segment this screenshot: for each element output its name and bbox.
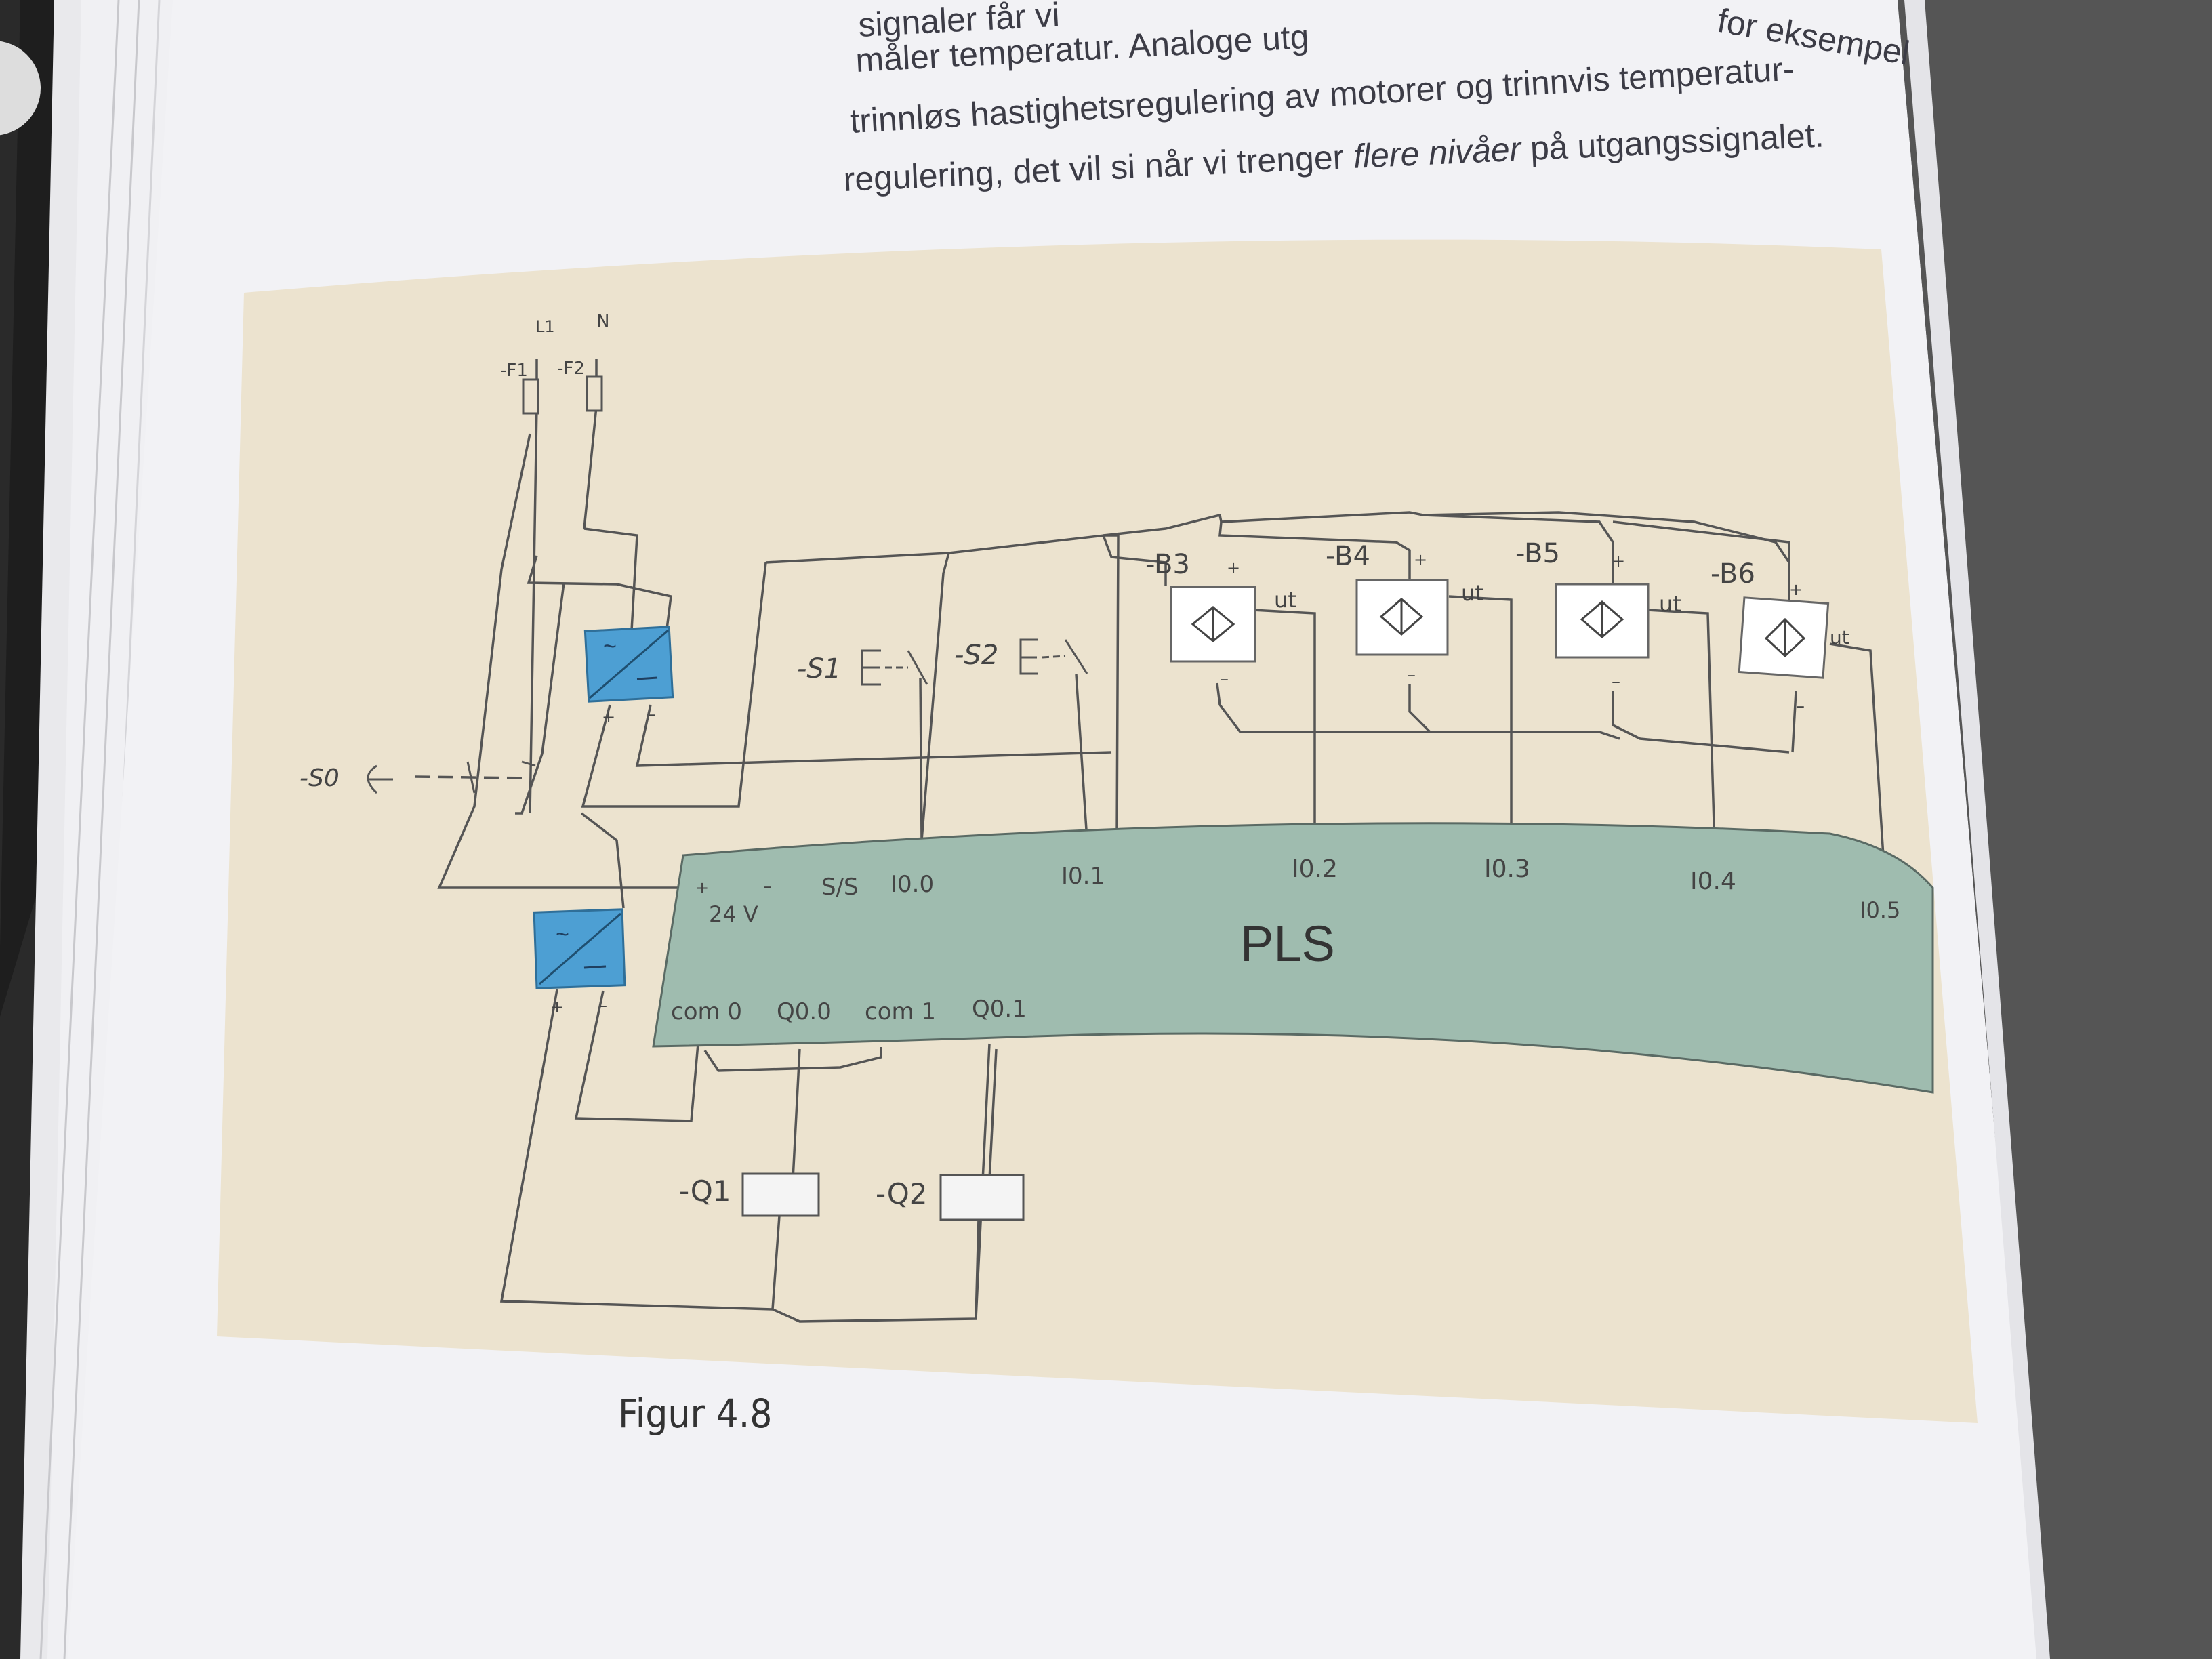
figure-caption: Figur 4.8: [618, 1391, 773, 1437]
fuse-f1: -F1: [500, 361, 539, 415]
plc-24v-label: 24 V: [709, 901, 758, 927]
fuse-f2: -F2: [557, 359, 603, 412]
sensor-b3: -B3 + ut –: [1145, 549, 1296, 689]
plc-input-i01: I0.1: [1061, 863, 1105, 890]
power-supply-1: ~ + –: [583, 626, 674, 726]
b3-minus: –: [1220, 669, 1229, 689]
plc-ss-label: S/S: [821, 874, 859, 901]
b3-out-label: ut: [1274, 587, 1296, 613]
plc-label: PLS: [1240, 916, 1335, 972]
ps1-plus: +: [602, 708, 615, 726]
b4-plus: +: [1414, 550, 1427, 569]
plc-input-i00: I0.0: [890, 871, 934, 898]
supply-n-label: N: [596, 311, 609, 331]
b4-out-label: ut: [1461, 580, 1483, 606]
relay-q2: -Q2: [876, 1174, 1025, 1221]
plc-block: PLS + – 24 V S/S I0.0 I0.1 I0.2 I0.3 I0.…: [652, 822, 1934, 1094]
switch-s1: -S1: [797, 649, 928, 686]
fuse-f2-label: -F2: [557, 359, 585, 379]
plc-24v-minus: –: [763, 876, 772, 897]
plc-output-com1: com 1: [865, 998, 936, 1025]
ps1-ac-symbol: ~: [603, 634, 617, 659]
b5-out-label: ut: [1659, 591, 1681, 617]
ps2-minus: –: [599, 996, 607, 1015]
ps2-plus: +: [550, 998, 564, 1017]
b3-label: -B3: [1145, 549, 1190, 580]
emergency-stop-s0: -S0: [300, 760, 536, 794]
s2-label: -S2: [954, 640, 998, 671]
q1-label: -Q1: [679, 1174, 731, 1208]
plc-output-q00: Q0.0: [777, 998, 832, 1025]
b6-label: -B6: [1711, 558, 1755, 590]
plc-output-q01: Q0.1: [972, 996, 1027, 1023]
b5-label: -B5: [1515, 538, 1560, 569]
plc-output-com0: com 0: [671, 998, 742, 1025]
supply-l1-label: L1: [535, 317, 555, 336]
b4-label: -B4: [1326, 541, 1370, 572]
ps1-minus: –: [648, 705, 656, 724]
plc-input-i05: I0.5: [1860, 897, 1900, 923]
sensor-b5: -B5 + ut –: [1515, 538, 1681, 692]
s1-label: -S1: [797, 653, 841, 684]
sensor-b6: -B6 + ut –: [1711, 558, 1849, 716]
plc-input-i03: I0.3: [1484, 855, 1530, 883]
q2-label: -Q2: [876, 1177, 927, 1210]
b3-plus: +: [1227, 558, 1240, 577]
b6-minus: –: [1796, 696, 1805, 716]
plc-input-i04: I0.4: [1690, 867, 1736, 895]
b6-out-label: ut: [1830, 626, 1849, 649]
relay-q1: -Q1: [679, 1172, 820, 1217]
plc-24v-plus: +: [695, 878, 709, 897]
ps2-ac-symbol: ~: [556, 922, 569, 947]
b5-plus: +: [1612, 552, 1625, 571]
switch-s2: -S2: [954, 638, 1088, 675]
b5-minus: –: [1612, 672, 1620, 692]
plc-input-i02: I0.2: [1292, 855, 1338, 883]
power-supply-2: ~ + –: [533, 908, 626, 1017]
b4-minus: –: [1407, 665, 1416, 685]
wires: [414, 359, 1885, 1323]
sensor-b4: -B4 + ut –: [1326, 541, 1483, 685]
s0-label: -S0: [300, 764, 340, 792]
b6-plus: +: [1789, 580, 1803, 599]
fuse-f1-label: -F1: [500, 361, 528, 381]
